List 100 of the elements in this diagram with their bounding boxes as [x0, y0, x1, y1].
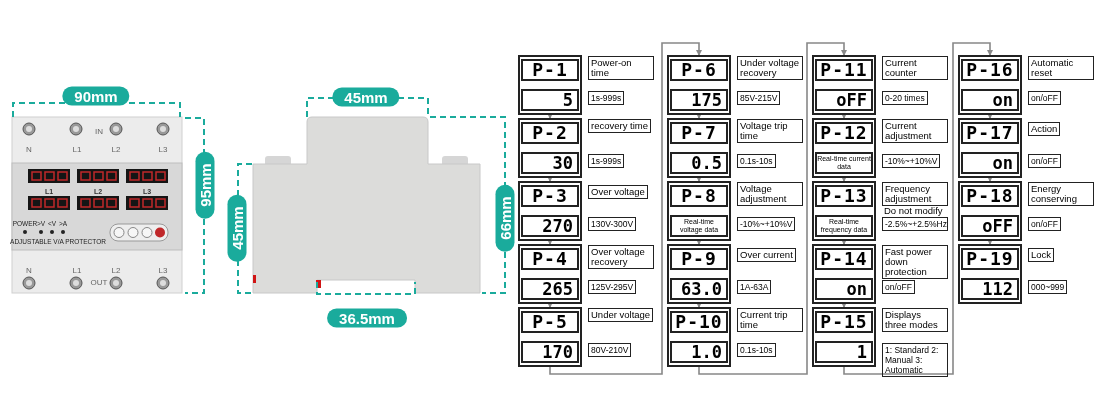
description-box: Under voltage	[588, 308, 654, 322]
parameter-group-box	[812, 118, 876, 178]
terminal-label: L2	[111, 144, 121, 154]
value-display: 175	[670, 89, 728, 111]
description-box: Current adjustment	[882, 119, 948, 143]
value-display: on	[815, 278, 873, 300]
parameter-group-box	[958, 118, 1022, 178]
parameter-group-box	[518, 244, 582, 304]
flow-arrow	[547, 113, 553, 119]
parameter-group-box	[958, 181, 1022, 241]
parameter-code-display: P-18	[961, 185, 1019, 207]
parameter-code-display: P-1	[521, 59, 579, 81]
flow-arrow	[547, 176, 553, 182]
terminal-label: L1	[72, 144, 82, 154]
range-box: on/oFF	[1028, 91, 1061, 105]
value-display: 265	[521, 278, 579, 300]
parameter-code-display: P-17	[961, 122, 1019, 144]
parameter-code-display: P-9	[670, 248, 728, 270]
description-box: Power-on time	[588, 56, 654, 80]
parameter-code-display: P-6	[670, 59, 728, 81]
range-box: 130V-300V	[588, 217, 637, 231]
parameter-group-box	[812, 181, 876, 241]
parameter-group-box	[518, 118, 582, 178]
value-display: on	[961, 89, 1019, 111]
parameter-group-box	[812, 307, 876, 367]
parameter-group-box	[518, 55, 582, 115]
value-display: 30	[521, 152, 579, 174]
description-box: Over voltage	[588, 185, 648, 199]
flow-arrow	[696, 302, 702, 308]
flow-arrow	[696, 176, 702, 182]
description-box: recovery time	[588, 119, 651, 133]
value-display: 1.0	[670, 341, 728, 363]
range-box: -2.5%~+2.5%Hz	[882, 217, 948, 231]
dimension-label: 45mm	[227, 194, 247, 262]
parameter-group-box	[812, 244, 876, 304]
flow-arrow	[698, 42, 847, 375]
flow-arrow	[841, 302, 847, 308]
note-text: Do not modify	[884, 205, 943, 216]
range-box: 85V-215V	[737, 91, 781, 105]
range-box: on/oFF	[1028, 154, 1061, 168]
range-box: 1: Standard 2: Manual 3: Automatic	[882, 343, 948, 377]
description-box: Current trip time	[737, 308, 803, 332]
parameter-group-box	[667, 181, 731, 241]
flow-arrow	[843, 42, 993, 375]
parameter-group-box	[667, 55, 731, 115]
parameter-group-box	[958, 55, 1022, 115]
description-box: Lock	[1028, 248, 1055, 262]
range-box: 000~999	[1028, 280, 1068, 294]
range-box: 1A-63A	[737, 280, 772, 294]
parameter-code-display: P-16	[961, 59, 1019, 81]
parameter-group-box	[812, 55, 876, 115]
value-display: 112	[961, 278, 1019, 300]
parameter-code-display: P-7	[670, 122, 728, 144]
value-display: 270	[521, 215, 579, 237]
description-box: Frequency adjustment	[882, 182, 948, 206]
flow-arrow	[547, 302, 553, 308]
terminal-label: L2	[111, 265, 121, 275]
parameter-code-display: P-14	[815, 248, 873, 270]
range-box: on/oFF	[1028, 217, 1061, 231]
range-box: on/oFF	[882, 280, 915, 294]
value-display: 0.5	[670, 152, 728, 174]
description-box: Over current	[737, 248, 796, 262]
value-display: on	[961, 152, 1019, 174]
flow-arrow	[549, 42, 702, 375]
parameter-code-display: P-4	[521, 248, 579, 270]
value-display: 170	[521, 341, 579, 363]
value-display: 63.0	[670, 278, 728, 300]
flow-arrow	[841, 176, 847, 182]
dimension-label: 66mm	[495, 184, 515, 252]
range-box: 1s-999s	[588, 154, 625, 168]
parameter-code-display: P-2	[521, 122, 579, 144]
flow-arrow	[696, 239, 702, 245]
parameter-group-box	[667, 244, 731, 304]
description-box: Energy conserving	[1028, 182, 1094, 206]
description-box: Current counter	[882, 56, 948, 80]
terminal-label: L1	[72, 265, 82, 275]
parameter-group-box	[667, 118, 731, 178]
parameter-code-display: P-11	[815, 59, 873, 81]
flow-arrow	[547, 239, 553, 245]
range-box: 125V-295V	[588, 280, 637, 294]
value-display: oFF	[961, 215, 1019, 237]
parameter-code-display: P-12	[815, 122, 873, 144]
range-box: -10%~+10%V	[737, 217, 796, 231]
value-display: 1	[815, 341, 873, 363]
flow-arrow	[987, 113, 993, 119]
parameter-group-box	[518, 181, 582, 241]
dimension-label: 90mm	[62, 86, 130, 106]
range-box: 80V-210V	[588, 343, 632, 357]
parameter-code-display: P-15	[815, 311, 873, 333]
description-box: Over voltage recovery	[588, 245, 654, 269]
parameter-group-box	[667, 307, 731, 367]
flow-arrow	[987, 239, 993, 245]
description-box: Voltage trip time	[737, 119, 803, 143]
range-box: -10%~+10%V	[882, 154, 941, 168]
terminal-label: L3	[158, 265, 168, 275]
flow-arrow	[841, 239, 847, 245]
dimension-label: 45mm	[332, 87, 400, 107]
flow-arrow	[987, 176, 993, 182]
parameter-code-display: P-19	[961, 248, 1019, 270]
parameter-group-box	[518, 307, 582, 367]
